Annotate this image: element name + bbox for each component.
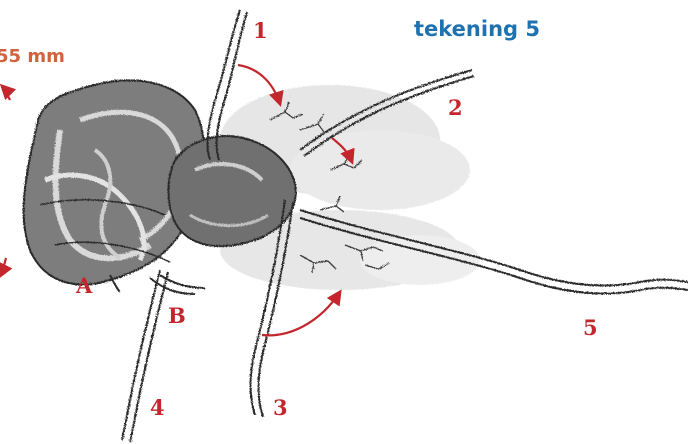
label-a: A — [76, 275, 92, 296]
label-4: 4 — [150, 397, 165, 418]
label-b: B — [168, 305, 186, 326]
arrow-measure-bottom — [0, 258, 6, 276]
label-5: 5 — [583, 317, 598, 338]
arrow-measure-top — [2, 86, 10, 100]
measurement-label: 55 mm — [0, 46, 65, 67]
arrow-3 — [262, 292, 340, 335]
label-1: 1 — [253, 20, 268, 41]
drawing-title: tekening 5 — [414, 17, 540, 41]
label-2: 2 — [448, 97, 463, 118]
label-3: 3 — [273, 397, 288, 418]
